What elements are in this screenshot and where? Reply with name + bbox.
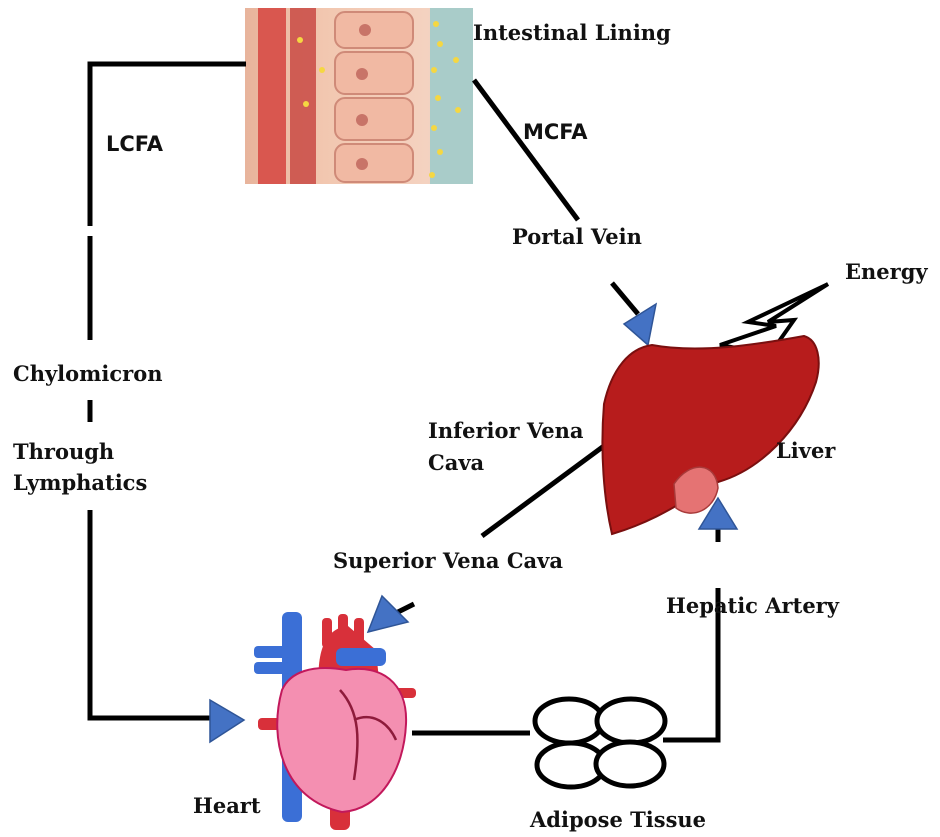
hepatic-artery-label: Hepatic Artery bbox=[666, 593, 839, 618]
heart-icon bbox=[254, 612, 416, 830]
energy-label: Energy bbox=[845, 259, 928, 284]
portal-vein-label: Portal Vein bbox=[512, 224, 642, 249]
heart-label: Heart bbox=[193, 793, 261, 818]
inferior-vena-cava-line bbox=[482, 440, 612, 536]
through-lymphatics-label-line1: Through bbox=[13, 439, 114, 464]
lcfa-label: LCFA bbox=[106, 132, 163, 156]
intestinal-lining-image bbox=[245, 8, 473, 184]
superior-vena-cava-label: Superior Vena Cava bbox=[333, 548, 563, 573]
through-lymphatics-label-line2: Lymphatics bbox=[13, 470, 147, 495]
portal-vein-arrowhead bbox=[624, 304, 656, 345]
portal-vein-line bbox=[612, 283, 638, 314]
liver-icon bbox=[602, 336, 818, 534]
inferior-vena-cava-label-line2: Cava bbox=[428, 450, 484, 475]
superior-vena-cava-arrowhead bbox=[368, 596, 408, 632]
liver-label: Liver bbox=[776, 438, 835, 463]
adipose-tissue-label: Adipose Tissue bbox=[530, 807, 706, 832]
mcfa-label: MCFA bbox=[523, 120, 588, 144]
inferior-vena-cava-label-line1: Inferior Vena bbox=[428, 418, 584, 443]
heart-arrowhead bbox=[210, 700, 244, 742]
mcfa-line bbox=[474, 80, 578, 220]
lymphatics-line bbox=[90, 510, 232, 718]
chylomicron-label: Chylomicron bbox=[13, 361, 163, 386]
svc-line bbox=[398, 604, 414, 612]
intestinal-lining-label: Intestinal Lining bbox=[473, 20, 671, 45]
adipose-cells-icon bbox=[535, 699, 665, 787]
